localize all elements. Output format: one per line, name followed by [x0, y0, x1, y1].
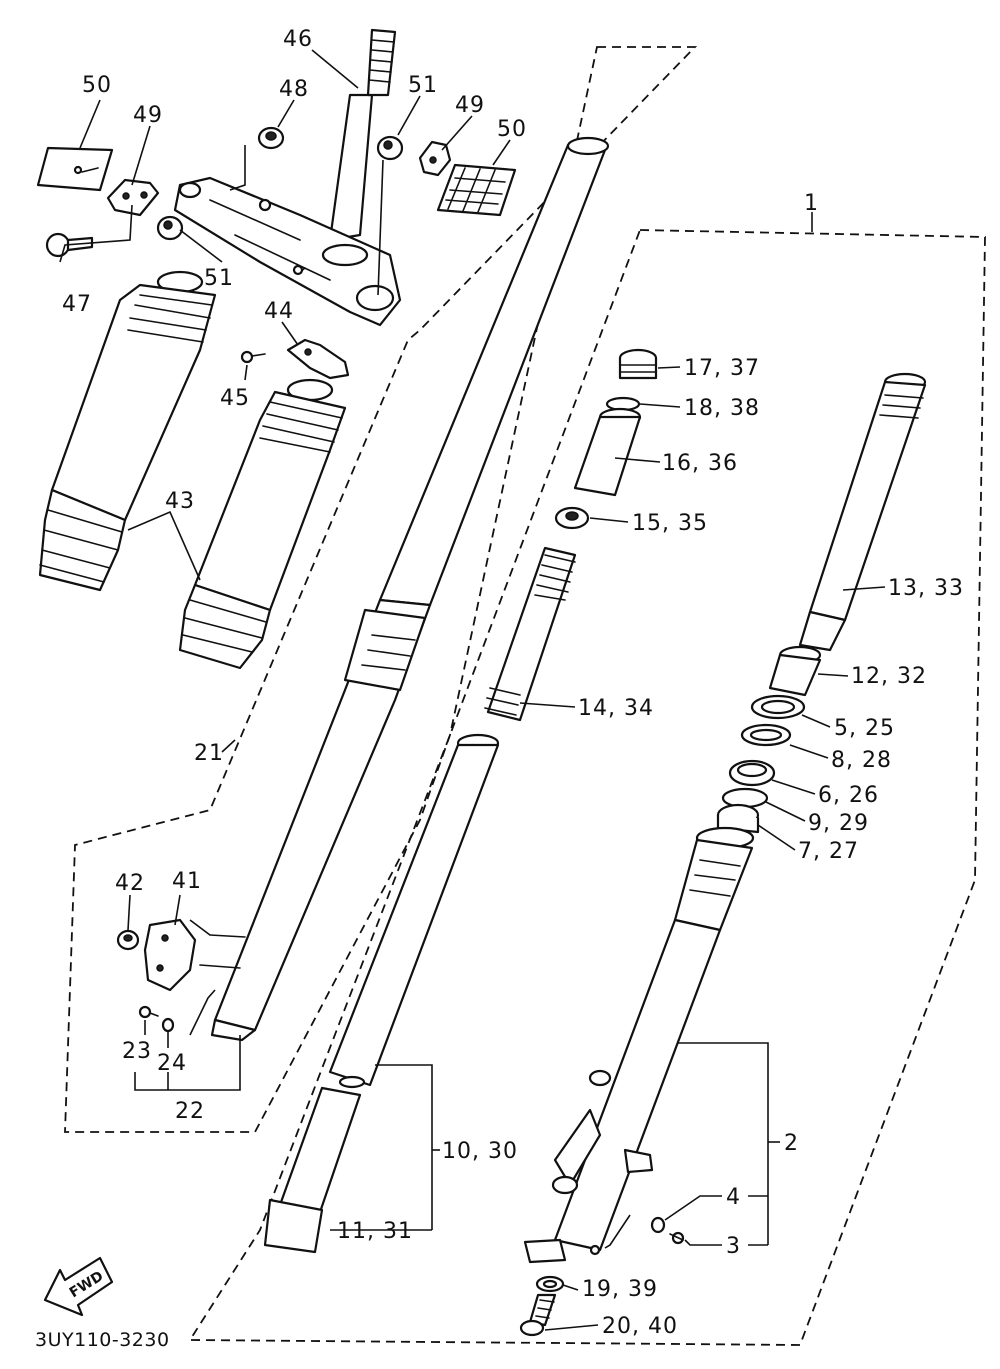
lower-bracket	[173, 176, 402, 327]
nut-48	[257, 126, 285, 150]
grommet-51-lower	[156, 215, 184, 241]
callout-44: 44	[264, 299, 294, 324]
slide-tube-11	[263, 1086, 362, 1254]
callout-5-25: 5, 25	[834, 716, 895, 741]
callout-11-31: 11, 31	[337, 1219, 413, 1244]
bolt-3	[669, 1231, 685, 1245]
callout-3: 3	[726, 1234, 741, 1259]
callout-41: 41	[172, 869, 202, 894]
callout-4: 4	[726, 1185, 741, 1210]
fork-boot-43-left	[38, 270, 217, 592]
callout-50-right: 50	[497, 117, 527, 142]
callout-46: 46	[283, 27, 313, 52]
oil-seal-6	[728, 759, 776, 787]
bolt-23	[138, 1005, 159, 1019]
callout-43: 43	[165, 489, 195, 514]
callout-21: 21	[194, 741, 224, 766]
spring-seat-15	[554, 506, 590, 530]
callout-7-27: 7, 27	[798, 839, 859, 864]
assembly-boundary-1	[188, 229, 986, 1346]
clip-8	[740, 723, 792, 747]
dust-seal-5	[750, 694, 806, 720]
callout-47: 47	[62, 292, 92, 317]
spring-12	[768, 645, 822, 697]
washer-4	[650, 1216, 666, 1234]
inner-tube-13	[798, 372, 927, 652]
reflector-bracket-49-left	[106, 178, 160, 217]
callout-8-28: 8, 28	[831, 748, 892, 773]
bolt-20	[519, 1293, 557, 1337]
callout-22: 22	[175, 1099, 205, 1124]
spacer-16	[573, 407, 642, 497]
callout-51-upper: 51	[408, 73, 438, 98]
callout-42: 42	[115, 871, 145, 896]
leader-lines	[59, 49, 886, 1331]
nut-42	[116, 929, 140, 951]
callout-49-left: 49	[133, 103, 163, 128]
assembly-boundary-21	[64, 46, 698, 1133]
callout-49-right: 49	[455, 93, 485, 118]
fwd-arrow-icon: FWD	[43, 1256, 114, 1317]
callout-23: 23	[122, 1039, 152, 1064]
callout-2: 2	[784, 1131, 799, 1156]
washer-9	[721, 787, 769, 809]
diagram-code: 3UY110-3230	[35, 1329, 170, 1351]
callout-51-lower: 51	[204, 266, 234, 291]
outer-tube-2	[523, 826, 755, 1264]
callout-labels: 46 48 51 49 50 50 49 47 51 44 45 43 1 17…	[35, 27, 964, 1351]
callout-1: 1	[804, 191, 819, 216]
screw-45	[240, 350, 266, 364]
callout-50-left: 50	[82, 73, 112, 98]
outer-tube-21	[210, 136, 610, 1042]
washer-19	[535, 1275, 565, 1293]
callout-12-32: 12, 32	[851, 664, 927, 689]
steering-stem-46	[328, 28, 397, 242]
callout-17-37: 17, 37	[684, 356, 760, 381]
callout-13-33: 13, 33	[888, 576, 964, 601]
washer-24	[161, 1017, 175, 1033]
fork-boot-43-right	[178, 378, 347, 670]
callout-15-35: 15, 35	[632, 511, 708, 536]
callout-14-34: 14, 34	[578, 696, 654, 721]
reflector-50-right	[436, 163, 517, 217]
callout-16-36: 16, 36	[662, 451, 738, 476]
callout-10-30: 10, 30	[442, 1139, 518, 1164]
cap-bolt-17	[618, 348, 658, 380]
callout-9-29: 9, 29	[808, 811, 869, 836]
inner-tube-10	[328, 733, 500, 1089]
cable-guide-44	[286, 338, 350, 380]
callout-20-40: 20, 40	[602, 1314, 678, 1339]
callout-19-39: 19, 39	[582, 1277, 658, 1302]
callout-6-26: 6, 26	[818, 783, 879, 808]
callout-18-38: 18, 38	[684, 396, 760, 421]
callout-24: 24	[157, 1051, 187, 1076]
callout-48: 48	[279, 77, 309, 102]
callout-45: 45	[220, 386, 250, 411]
grommet-51-upper	[376, 135, 404, 161]
reflector-50-left	[36, 146, 114, 192]
damper-rod-14	[484, 546, 577, 722]
axle-holder-41	[143, 918, 246, 992]
